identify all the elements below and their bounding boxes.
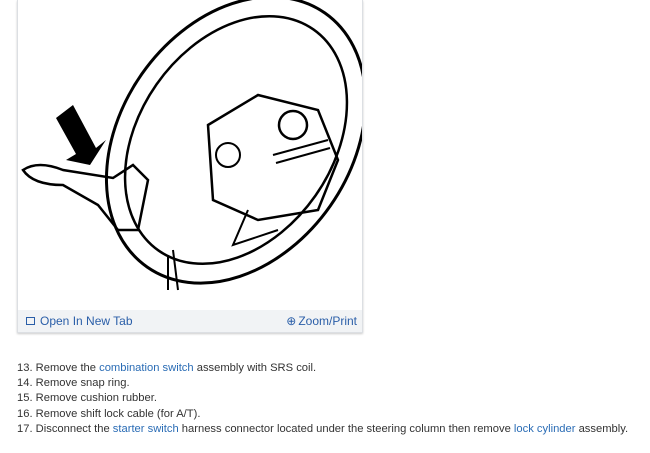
instruction-steps: 13. Remove the combination switch assemb… [17,361,628,437]
step-link[interactable]: lock cylinder [513,422,576,435]
figure-card: Open In New Tab ⊕ Zoom/Print [17,0,363,333]
step-text: Disconnect the [35,422,113,435]
zoom-print-link[interactable]: ⊕ Zoom/Print [286,314,357,328]
step-text: assembly with SRS coil. [193,362,317,374]
step-text: Remove snap ring. [35,377,130,390]
steering-wheel-diagram [21,0,362,291]
step-number: 14. [17,377,36,390]
step-link[interactable]: combination switch [99,362,194,374]
step-text: harness connector located under the stee… [178,422,514,435]
step-number: 13. [17,362,36,374]
open-in-new-tab-link[interactable]: Open In New Tab [26,314,133,328]
step-number: 17. [17,422,36,435]
step-text: Remove the [35,362,100,374]
step-text: Remove shift lock cable (for A/T). [35,407,201,420]
open-in-new-tab-icon [26,317,35,325]
step-text: Remove cushion rubber. [35,392,157,405]
step-item: 16. Remove shift lock cable (for A/T). [17,407,628,422]
step-text: assembly. [575,422,629,435]
step-item: 14. Remove snap ring. [17,376,628,391]
step-item: 17. Disconnect the starter switch harnes… [17,422,628,437]
open-in-new-tab-label: Open In New Tab [40,314,133,328]
step-number: 16. [17,407,36,420]
magnifier-plus-icon: ⊕ [286,314,297,328]
figure-footer: Open In New Tab ⊕ Zoom/Print [18,310,362,332]
step-number: 15. [17,392,36,405]
step-item: 15. Remove cushion rubber. [17,391,628,406]
zoom-print-label: Zoom/Print [298,314,357,328]
step-link[interactable]: starter switch [112,422,179,435]
step-item: 13. Remove the combination switch assemb… [17,361,628,376]
arrow-indicator [56,105,106,165]
